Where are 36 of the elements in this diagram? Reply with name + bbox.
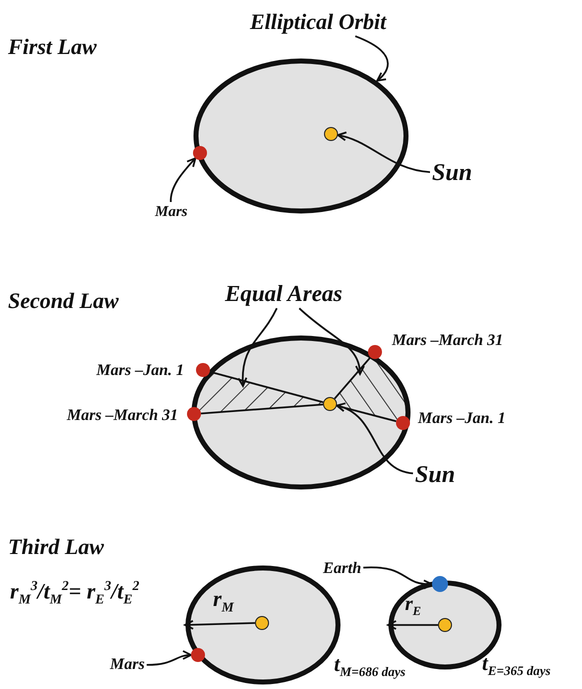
callout-label: Equal Areas [225, 281, 342, 306]
period-label: t$_{E=365 days}$ [482, 652, 551, 678]
connector-line [334, 356, 372, 400]
leader-arrow [387, 620, 438, 630]
law-heading: Second Law [8, 289, 119, 314]
planet-dot [191, 648, 205, 662]
radius-label: r$_{E}$ [405, 593, 422, 619]
callout-label: Mars [155, 204, 188, 220]
callout-label: Sun [415, 462, 456, 488]
period-label: t$_{M=686 days}$ [334, 653, 406, 680]
leader-arrow [337, 132, 430, 173]
position-label: Mars –Jan. 1 [418, 410, 506, 428]
connector-line [200, 404, 324, 414]
planet-dot [368, 345, 382, 359]
callout-label: Elliptical Orbit [250, 10, 386, 34]
position-label: Mars –March 31 [392, 332, 504, 350]
position-label: Mars –March 31 [66, 407, 178, 425]
leader-arrow [363, 566, 433, 589]
planet-dot [432, 576, 448, 592]
radius-label: r$_{M}$ [213, 587, 234, 614]
leader-arrow [336, 403, 414, 474]
callout-label: Sun [432, 160, 472, 186]
callout-label: Mars [110, 656, 145, 674]
planet-dot [196, 363, 210, 377]
leader-arrow [238, 308, 278, 387]
orbit-ellipse [193, 58, 409, 214]
position-label: Mars –Jan. 1 [96, 362, 184, 380]
law-heading: First Law [8, 35, 97, 60]
leader-arrow [146, 650, 192, 666]
leader-arrow [298, 308, 364, 375]
law-heading: Third Law [8, 535, 104, 560]
callout-label: Earth [323, 560, 362, 578]
leader-arrow [354, 35, 389, 82]
leader-arrow [184, 620, 256, 630]
leader-arrow [170, 157, 196, 202]
planet-dot [187, 407, 201, 421]
